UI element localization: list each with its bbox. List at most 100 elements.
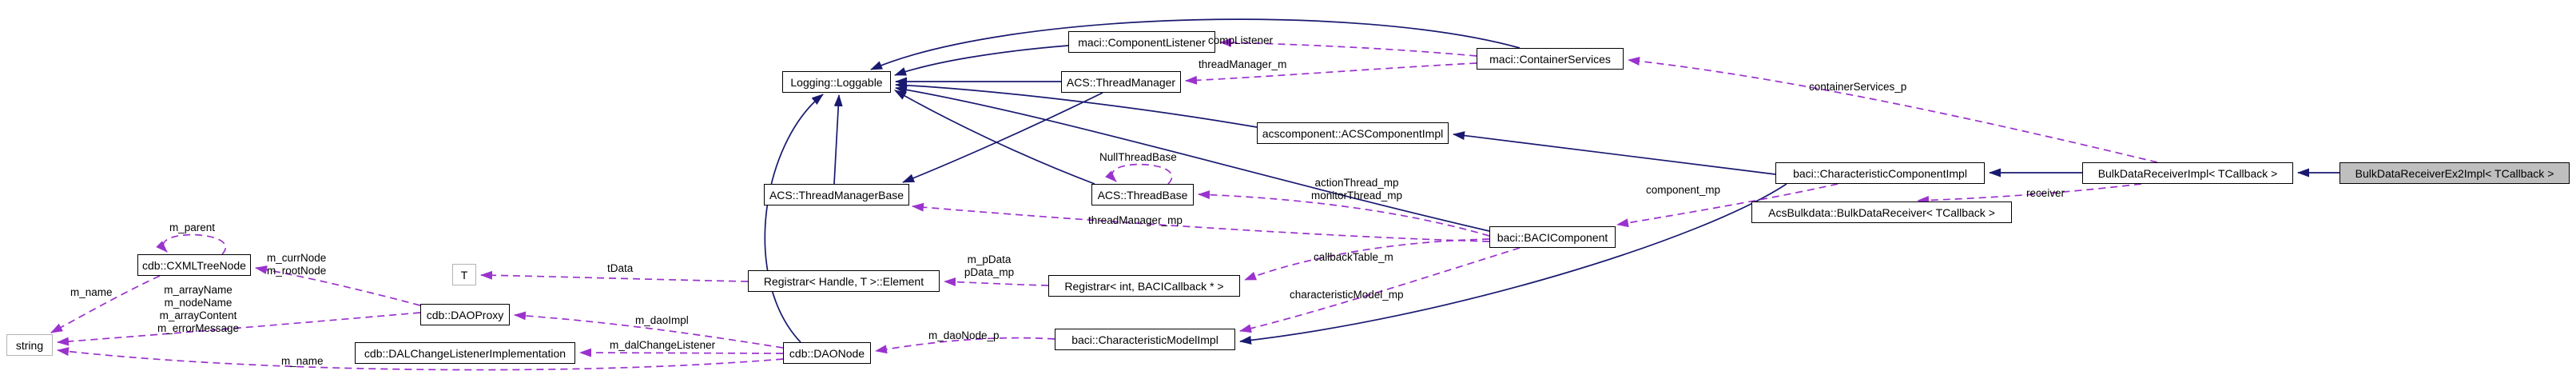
edge-label-threadmanager-m: threadManager_m <box>1199 58 1287 70</box>
edge-use-component-mp <box>1616 183 1839 228</box>
node-acs-threadmanager[interactable]: ACS::ThreadManager <box>1061 71 1181 93</box>
node-label: maci::ComponentListener <box>1078 35 1206 49</box>
node-maci-containerservices[interactable]: maci::ContainerServices <box>1477 48 1624 70</box>
node-string: string <box>6 334 53 356</box>
edge-inh-threadmanagerbase-to-loggable <box>833 94 843 185</box>
node-cdb-daonode[interactable]: cdb::DAONode <box>783 342 871 364</box>
edge-label-line: actionThread_mp <box>1314 177 1399 189</box>
edge-label-mdaoimpl: m_daoImpl <box>635 314 689 326</box>
node-label: acscomponent::ACSComponentImpl <box>1262 126 1444 140</box>
edge-inh-threadmanager-to-threadmanagerbase <box>902 92 1103 183</box>
edge-inh-charcomponentimpl-to-charmodelimpl <box>1239 183 1787 345</box>
node-cdb-cxmltreenode[interactable]: cdb::CXMLTreeNode <box>137 254 251 276</box>
edge-inh-containerservices-to-loggable <box>870 18 1521 70</box>
node-label: cdb::DALChangeListenerImplementation <box>364 346 566 360</box>
node-template-param-t: T <box>452 264 476 285</box>
node-registrar-int-bacicallback[interactable]: Registrar< int, BACICallback * > <box>1048 275 1240 297</box>
edge-label-line: monitorThread_mp <box>1310 190 1403 201</box>
node-cdb-dalchangelistenerimplementation[interactable]: cdb::DALChangeListenerImplementation <box>355 342 575 364</box>
node-maci-componentlistener[interactable]: maci::ComponentListener <box>1068 31 1215 53</box>
node-label: ACS::ThreadBase <box>1097 188 1188 201</box>
edge-label-mname-bottom: m_name <box>281 355 324 367</box>
edge-use-mcurrnode-mrootnode <box>255 265 421 306</box>
edge-label-mdaonode-p: m_daoNode_p <box>928 329 1000 341</box>
node-baci-characteristicmodelimpl[interactable]: baci::CharacteristicModelImpl <box>1055 329 1235 350</box>
node-baci-characteristiccomponentimpl[interactable]: baci::CharacteristicComponentImpl <box>1775 162 1985 184</box>
node-label: BulkDataReceiverEx2Impl< TCallback > <box>2355 166 2554 180</box>
edge-label-component-mp: component_mp <box>1646 184 1721 196</box>
node-label: Registrar< int, BACICallback * > <box>1064 279 1224 293</box>
edge-inh-charcomponentimpl-to-acscomponentimpl <box>1453 131 1776 175</box>
node-label: ACS::ThreadManager <box>1066 75 1176 89</box>
edge-use-mname-cxml-to-string <box>50 275 161 333</box>
edge-label-mname-left: m_name <box>70 286 113 298</box>
edge-label-nullthreadbase: NullThreadBase <box>1099 151 1177 163</box>
node-acs-threadmanagerbase[interactable]: ACS::ThreadManagerBase <box>764 184 909 205</box>
edge-label-mpdata-pdatamp: m_pData pData_mp <box>956 253 1023 279</box>
node-label: ACS::ThreadManagerBase <box>769 188 904 201</box>
node-label: baci::CharacteristicComponentImpl <box>1793 166 1967 180</box>
edge-use-containerservices-p <box>1628 57 2158 163</box>
node-bulkdatareceiverex2impl-current: BulkDataReceiverEx2Impl< TCallback > <box>2339 162 2570 184</box>
node-bulkdatareceiverimpl[interactable]: BulkDataReceiverImpl< TCallback > <box>2082 162 2293 184</box>
edge-label-string-members: m_arrayName m_nodeName m_arrayContent m_… <box>150 284 246 335</box>
edge-inh-threadbase-to-loggable <box>894 90 1095 185</box>
node-label: Logging::Loggable <box>790 75 883 89</box>
edge-label-actionthread-monitorthread: actionThread_mp monitorThread_mp <box>1301 177 1413 202</box>
edge-label-mdalchangelistener: m_dalChangeListener <box>610 339 716 351</box>
edge-label-receiver: receiver <box>2026 187 2065 199</box>
edge-use-mdaonode-p <box>875 337 1055 354</box>
node-label: Registrar< Handle, T >::Element <box>763 274 924 288</box>
edge-label-line: m_nodeName <box>164 297 233 309</box>
edge-use-characteristicmodel-mp <box>1239 247 1521 333</box>
edge-label-line: m_arrayName <box>164 284 233 296</box>
edge-label-callbacktable-m: callbackTable_m <box>1314 251 1393 263</box>
node-label: maci::ContainerServices <box>1489 52 1611 66</box>
edge-use-nullthreadbase-selfloop <box>1105 163 1173 185</box>
edge-use-mparent-selfloop <box>156 233 226 255</box>
edge-use-mname-daonode-to-string <box>57 347 784 371</box>
edge-label-threadmanager-mp: threadManager_mp <box>1088 214 1183 226</box>
edge-label-tdata: tData <box>607 262 634 274</box>
edge-use-mpdata-pdatamp <box>944 277 1049 287</box>
node-label: cdb::DAOProxy <box>426 308 504 321</box>
edge-use-actionthread-monitorthread <box>1198 190 1490 237</box>
edge-inh-acscomponentimpl-to-loggable <box>895 81 1258 128</box>
node-registrar-element[interactable]: Registrar< Handle, T >::Element <box>748 270 940 292</box>
edge-label-line: pData_mp <box>964 266 1015 278</box>
edge-label-complistener: compListener <box>1208 34 1274 46</box>
node-label: cdb::DAONode <box>789 346 865 360</box>
edge-inh-bacicomponent-to-loggable <box>895 85 1490 232</box>
node-acscomponent-acscomponentimpl[interactable]: acscomponent::ACSComponentImpl <box>1257 122 1449 144</box>
node-label: BulkDataReceiverImpl< TCallback > <box>2097 166 2278 180</box>
node-label: baci::BACIComponent <box>1497 230 1608 244</box>
node-label: string <box>15 338 44 352</box>
node-label: baci::CharacteristicModelImpl <box>1071 333 1218 346</box>
edge-use-callbacktable-m <box>1244 238 1490 281</box>
node-baci-bacicomponent[interactable]: baci::BACIComponent <box>1489 226 1616 248</box>
node-label: AcsBulkdata::BulkDataReceiver< TCallback… <box>1768 205 1995 219</box>
edge-label-mcurrnode-mrootnode: m_currNode m_rootNode <box>267 252 347 277</box>
node-acsbulkdata-bulkdatareceiver[interactable]: AcsBulkdata::BulkDataReceiver< TCallback… <box>1751 201 2012 223</box>
node-logging-loggable[interactable]: Logging::Loggable <box>782 71 891 93</box>
edge-inh-daonode-to-loggable <box>764 94 824 343</box>
edge-label-line: m_arrayContent <box>159 309 237 321</box>
node-acs-threadbase[interactable]: ACS::ThreadBase <box>1091 184 1194 205</box>
edge-use-mdaoimpl <box>514 311 784 349</box>
edge-use-marrayname-bundle <box>57 312 421 346</box>
edge-use-threadmanager-m <box>1185 62 1477 85</box>
node-label: T <box>460 268 468 281</box>
edge-label-characteristicmodel-mp: characteristicModel_mp <box>1290 289 1404 301</box>
edge-use-tdata <box>480 270 749 282</box>
edge-label-line: m_errorMessage <box>157 322 240 334</box>
node-cdb-daoproxy[interactable]: cdb::DAOProxy <box>420 304 510 325</box>
edge-use-threadmanager-mp <box>912 202 1490 242</box>
edge-label-line: m_currNode <box>267 252 327 264</box>
edge-label-line: m_pData <box>967 253 1012 265</box>
node-label: cdb::CXMLTreeNode <box>142 258 246 272</box>
edge-inh-componentlistener-to-loggable <box>894 45 1069 76</box>
edge-label-line: m_rootNode <box>267 265 327 277</box>
edge-label-containerservices-p: containerServices_p <box>1809 81 1907 93</box>
